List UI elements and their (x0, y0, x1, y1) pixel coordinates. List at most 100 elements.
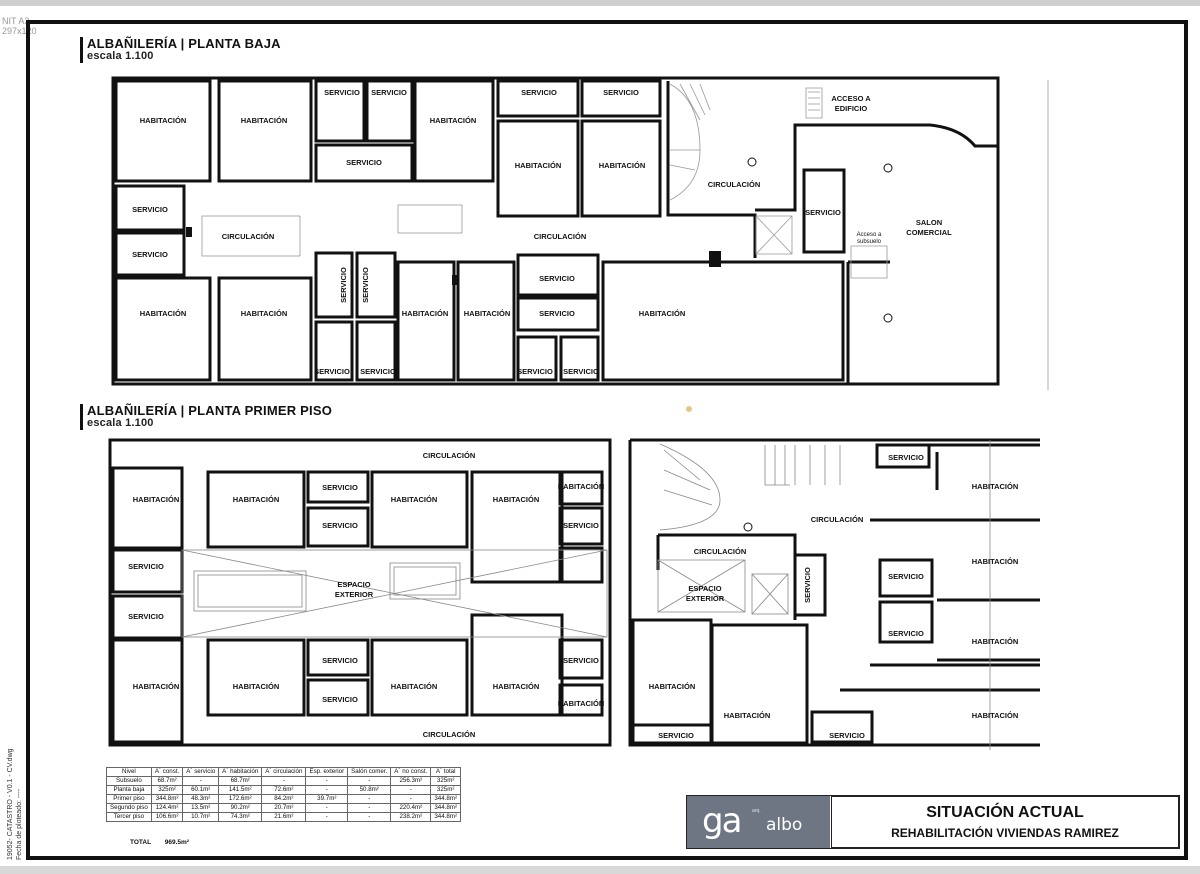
room-label-servicio: SERVICIO (805, 208, 841, 217)
area-value-cell: 48.3m² (182, 794, 220, 804)
room-label-habitacion: HABITACIÓN (639, 309, 686, 318)
ground-room (580, 79, 662, 118)
ground-room (516, 296, 600, 332)
ground-room (114, 276, 212, 382)
ground-entry-steps (805, 87, 823, 119)
ground-pillar (452, 275, 459, 285)
area-value-cell: 256.3m² (390, 776, 432, 786)
first-room (206, 638, 306, 717)
ground-room (114, 231, 186, 277)
first-room (206, 470, 306, 549)
area-value-cell: 68.7m² (218, 776, 263, 786)
room-label-habitacion: HABITACIÓN (391, 682, 438, 691)
first-room (710, 623, 809, 745)
first-room (370, 470, 469, 549)
room-label-habitacion: HABITACIÓN (649, 682, 696, 691)
room-label-habitacion: HABITACIÓN (599, 161, 646, 170)
ground-room (355, 251, 397, 319)
first-room (306, 638, 370, 677)
first-plan-title-block: ALBAÑILERÍA | PLANTA PRIMER PISO escala … (80, 404, 332, 430)
room-label-habitacion: HABITACIÓN (133, 495, 180, 504)
first-room (111, 466, 184, 550)
area-value-cell: 141.5m² (218, 785, 263, 795)
room-label-servicio: SERVICIO (603, 88, 639, 97)
room-label-exterior: EXTERIOR (335, 590, 374, 599)
first-room (558, 506, 604, 546)
ground-plan-scale: escala 1.100 (87, 50, 154, 62)
area-value-cell: 344.8m² (150, 794, 184, 804)
room-label-habitacion: HABITACIÓN (233, 682, 280, 691)
ground-room (496, 119, 580, 218)
area-value-cell: - (305, 803, 349, 813)
room-label-habitacion: HABITACIÓN (515, 161, 562, 170)
room-label-acceso-subsuelo: Acceso a (857, 232, 882, 238)
room-label-circulacion: CIRCULACIÓN (534, 232, 587, 241)
ground-room (456, 260, 516, 382)
area-value-cell: 344.8m² (430, 812, 462, 822)
room-label-servicio: SERVICIO (539, 309, 575, 318)
first-shaft (751, 573, 789, 615)
area-value-cell: 124.4m² (150, 803, 184, 813)
ground-column-circle (883, 163, 893, 173)
area-value-cell: 238.2m² (390, 812, 432, 822)
room-label-servicio: SERVICIO (888, 453, 924, 462)
ground-column-circle (883, 313, 893, 323)
first-partitions (656, 443, 1040, 692)
area-col-header: A´ circulación (261, 767, 307, 777)
area-value-cell: 220.4m² (390, 803, 432, 813)
room-label-habitacion: HABITACIÓN (241, 309, 288, 318)
room-label-servicio: SERVICIO (322, 695, 358, 704)
area-level-cell: Subsuelo (106, 776, 152, 786)
room-label-servicio: SERVICIO (132, 250, 168, 259)
area-value-cell: 325m² (430, 785, 462, 795)
area-level-cell: Primer piso (106, 794, 152, 804)
first-room (878, 558, 934, 598)
area-value-cell: 72.6m² (261, 785, 307, 795)
room-label-habitacion: HABITACIÓN (493, 495, 540, 504)
room-label-espacio: ESPACIO (337, 580, 370, 589)
room-label-habitacion: HABITACIÓN (233, 495, 280, 504)
project-name: REHABILITACIÓN VIVIENDAS RAMIREZ (891, 826, 1119, 840)
room-label-habitacion: HABITACIÓN (140, 116, 187, 125)
area-value-cell: 325m² (150, 785, 184, 795)
area-value-cell: 68.7m² (150, 776, 184, 786)
area-value-cell: - (347, 812, 392, 822)
room-label-servicio: SERVICIO (829, 731, 865, 740)
area-value-cell: 50.8m² (347, 785, 392, 795)
ground-void (397, 204, 463, 234)
area-total: TOTAL 969.5m² (130, 839, 189, 846)
room-label-servicio: SERVICIO (339, 267, 348, 303)
ground-room (413, 79, 495, 183)
area-value-cell: 344.8m² (430, 803, 462, 813)
area-col-header: Nivel (106, 767, 152, 777)
first-courtyard-diag (181, 549, 608, 638)
room-label-habitacion: HABITACIÓN (464, 309, 511, 318)
area-table-header-row: Nivel A´ const. A´ servicio A´ habitació… (106, 767, 462, 777)
area-col-header: A´ habitación (218, 767, 263, 777)
ground-room (314, 320, 354, 382)
area-col-header: A´ total (430, 767, 462, 777)
first-room (558, 470, 604, 506)
first-plan-details (181, 440, 991, 750)
first-room (810, 710, 874, 744)
room-label-servicio: SERVICIO (322, 656, 358, 665)
title-block: SITUACIÓN ACTUAL REHABILITACIÓN VIVIENDA… (831, 796, 1179, 848)
ground-outer-wall (111, 76, 1000, 386)
room-label-servicio: SERVICIO (322, 521, 358, 530)
first-plan-title: ALBAÑILERÍA | PLANTA PRIMER PISO (87, 403, 333, 418)
ground-pillar (186, 227, 192, 237)
room-label-circulacion: CIRCULACIÓN (222, 232, 275, 241)
room-label-salon: SALON (916, 218, 942, 227)
sheet-size-line-1: NIT A3 (2, 16, 30, 26)
room-label-servicio: SERVICIO (539, 274, 575, 283)
first-stair-steps (764, 445, 841, 486)
area-value-cell: 90.2m² (218, 803, 263, 813)
ground-room (314, 251, 354, 319)
first-skylight-inner (197, 574, 303, 608)
room-label-servicio: SERVICIO (888, 572, 924, 581)
ground-room (314, 79, 366, 143)
first-room (306, 506, 370, 548)
